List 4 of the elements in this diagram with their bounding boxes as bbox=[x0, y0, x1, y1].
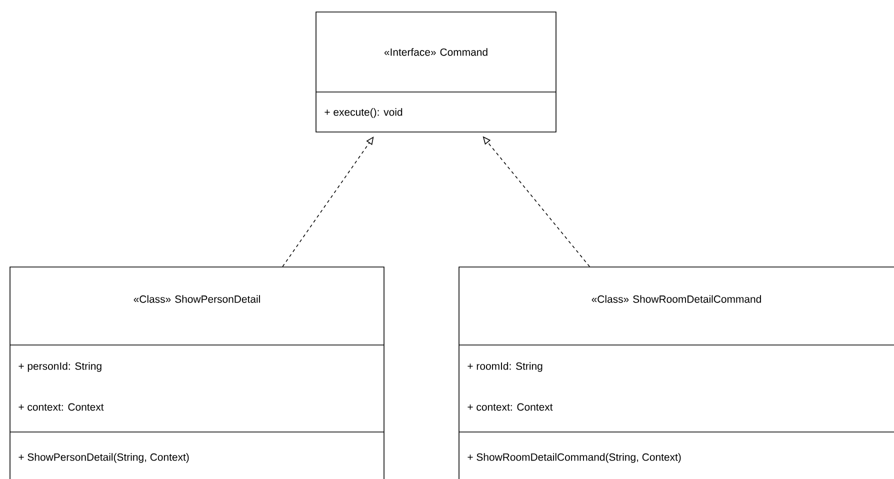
realization-arrow bbox=[282, 136, 374, 267]
class-box: «Interface» Command + execute(): void bbox=[316, 12, 556, 132]
class-box: «Class» ShowRoomDetailCommand + roomId: String + context: Context + ShowRoomDetailCommand(String, Context) bbox=[458, 266, 894, 479]
class-box: «Class» ShowPersonDetail + personId: String + context: Context + ShowPersonDetail(String, Context) bbox=[10, 266, 384, 479]
